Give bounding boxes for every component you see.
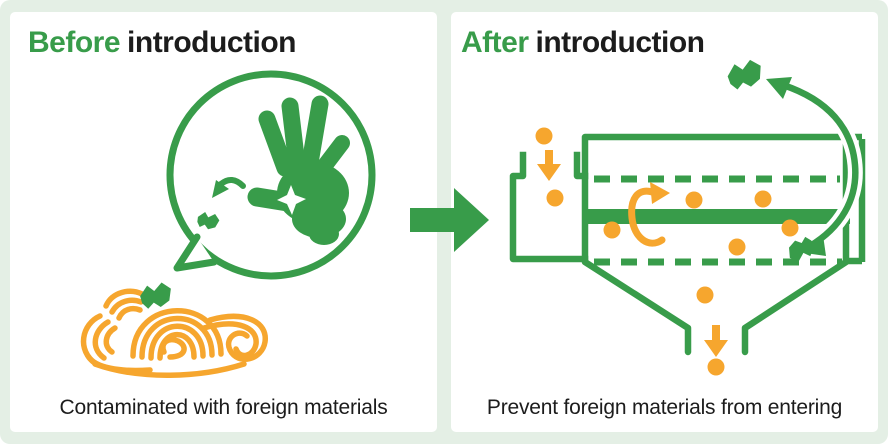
after-title-highlight: After [461,26,529,59]
conveyor-bar [585,209,850,224]
transition-arrow-icon [410,188,489,252]
particle-dot [696,286,714,304]
ejected-fragment-icon [725,57,765,91]
falling-arrow-icon [537,150,728,357]
ejection-arrow-icon [766,77,863,256]
before-title-rest: introduction [127,26,296,59]
before-caption: Contaminated with foreign materials [59,396,388,419]
noodles-icon [80,288,268,378]
particle-dot [781,219,799,237]
particle-dot [754,190,772,208]
funnel [581,258,850,356]
before-title-highlight: Before [28,26,121,59]
after-caption: Prevent foreign materials from entering [486,396,843,419]
particle-dot [603,221,621,239]
particle-dot [728,238,746,256]
hand-icon [247,95,350,245]
caught-fragment-cutout [277,185,306,215]
particle-dot [546,189,564,207]
flick-arrow-icon [212,177,246,198]
sieve-dashed-line [594,175,842,266]
falling-food-particles [535,127,799,376]
particle-dot [535,127,553,145]
particle-dot [707,358,725,376]
sorter-machine-diagram [509,133,866,356]
rotation-arrow-icon [628,182,670,247]
fragment-on-noodles-icon [138,281,174,310]
after-title-rest: introduction [535,26,705,59]
particle-dot [685,191,703,209]
